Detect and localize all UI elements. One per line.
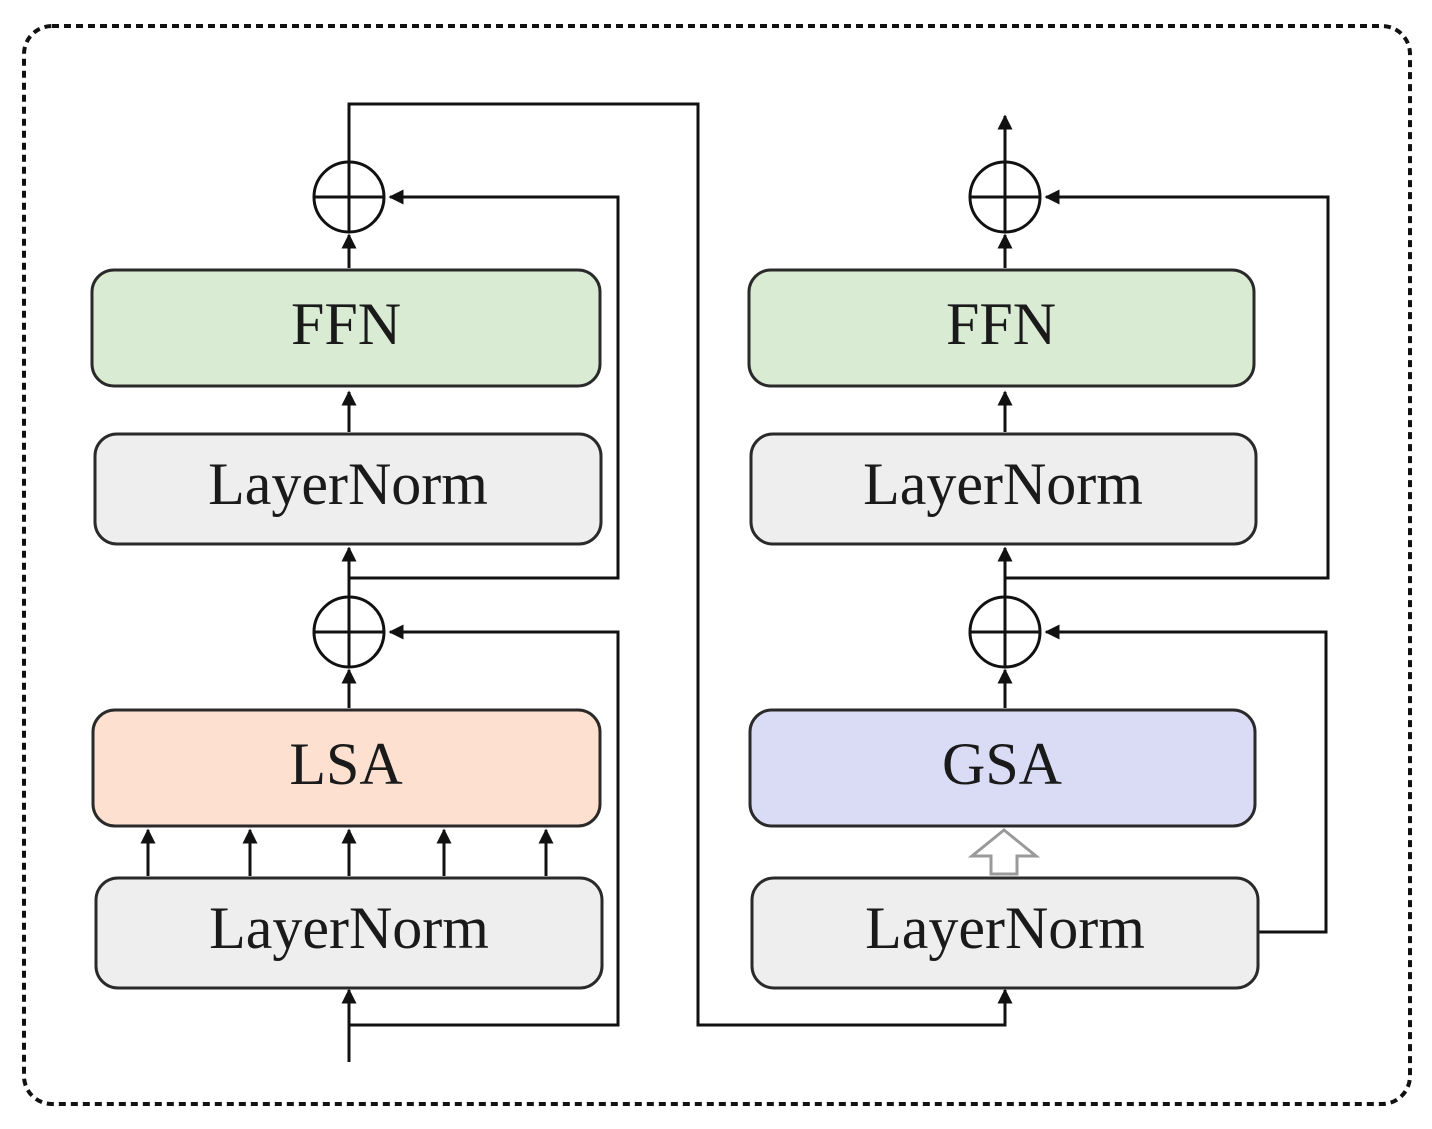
- right-layernorm-top-label: LayerNorm: [863, 451, 1143, 517]
- right-layernorm-bottom-box: LayerNorm: [750, 876, 1260, 990]
- left-layernorm-top-label: LayerNorm: [208, 451, 488, 517]
- circled-plus-icon: [312, 160, 386, 234]
- left-residual-2-path: [349, 189, 620, 580]
- right-gsa-label: GSA: [942, 731, 1062, 797]
- left-block: FFN LayerNorm LSA LayerNorm: [90, 160, 620, 1062]
- circled-plus-icon: [968, 160, 1042, 234]
- left-ffn-label: FFN: [291, 291, 401, 357]
- right-ffn-box: FFN: [747, 268, 1256, 388]
- right-layernorm-bottom-rect: [750, 876, 1260, 990]
- right-residual-2-path: [1005, 189, 1330, 580]
- left-layernorm-top-rect: [93, 432, 603, 546]
- right-gsa-box: GSA: [748, 708, 1257, 828]
- left-ffn-rect: [90, 268, 602, 388]
- right-layernorm-top-rect: [749, 432, 1258, 546]
- left-layernorm-bottom-rect: [94, 876, 604, 990]
- left-lsa-label: LSA: [289, 731, 402, 797]
- outer-dashed-frame: [22, 24, 1412, 1106]
- left-layernorm-bottom-label: LayerNorm: [209, 895, 489, 961]
- right-layernorm-bottom-label: LayerNorm: [865, 895, 1145, 961]
- right-residual-1-path: [1044, 624, 1328, 934]
- inter-block-connector: [347, 102, 1013, 1027]
- left-lsa-rect: [91, 708, 602, 828]
- left-layernorm-top-box: LayerNorm: [93, 432, 603, 546]
- right-block: FFN LayerNorm GSA LayerNorm: [747, 114, 1330, 990]
- left-ffn-box: FFN: [90, 268, 602, 388]
- circled-plus-icon: [312, 595, 386, 669]
- right-layernorm-top-box: LayerNorm: [749, 432, 1258, 546]
- right-ffn-label: FFN: [946, 291, 1056, 357]
- left-lsa-box: LSA: [91, 708, 602, 828]
- right-gsa-rect: [748, 708, 1257, 828]
- circled-plus-icon: [968, 595, 1042, 669]
- right-ffn-rect: [747, 268, 1256, 388]
- left-residual-1-path: [349, 624, 620, 1027]
- left-layernorm-bottom-box: LayerNorm: [94, 876, 604, 990]
- hollow-arrow-up-icon: [967, 828, 1041, 876]
